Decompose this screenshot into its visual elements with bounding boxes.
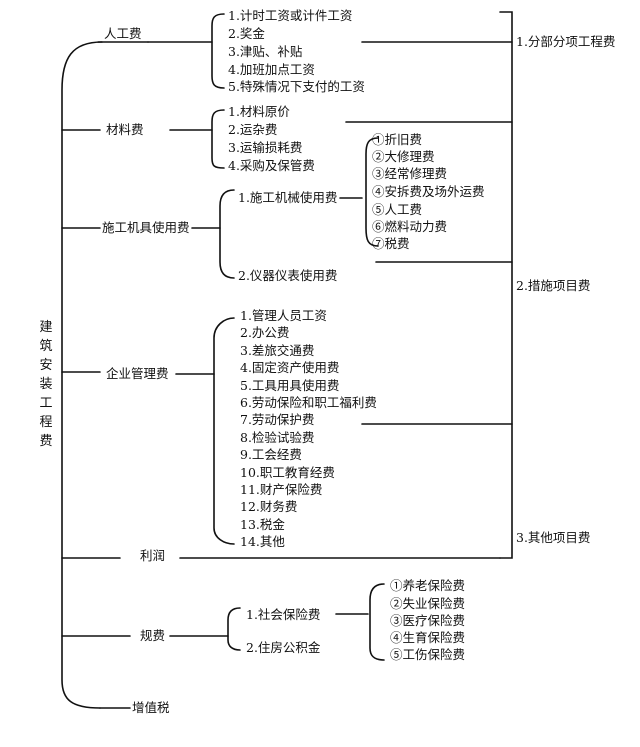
root-brace — [61, 41, 103, 709]
management-item: 8.检验试验费 — [240, 430, 315, 445]
project-fees-brace — [499, 11, 513, 559]
machine-use-item: ③经常修理费 — [372, 166, 448, 181]
social-insurance-item: ⑤工伤保险费 — [390, 647, 466, 662]
machinery-brace — [219, 189, 235, 279]
social-insurance-item: ③医疗保险费 — [390, 613, 466, 628]
fees-item: 2.住房公积金 — [246, 640, 321, 655]
machinery-item: 1.施工机械使用费 — [238, 190, 338, 205]
material-brace — [211, 109, 225, 169]
management-item: 3.差旅交通费 — [240, 343, 315, 358]
category-vat: 增值税 — [132, 700, 170, 715]
labor-item: 4.加班加点工资 — [228, 62, 315, 77]
project-fee-item: 3.其他项目费 — [516, 530, 591, 545]
machine-use-item: ⑦税费 — [372, 236, 410, 251]
machine-use-item: ⑥燃料动力费 — [372, 219, 448, 234]
management-item: 5.工具用具使用费 — [240, 378, 340, 393]
machine-use-item: ②大修理费 — [372, 149, 435, 164]
machine-use-item: ④安拆费及场外运费 — [372, 184, 485, 199]
category-labor: 人工费 — [104, 26, 142, 41]
fees-item: 1.社会保险费 — [246, 607, 321, 622]
category-machinery: 施工机具使用费 — [102, 220, 190, 235]
labor-brace — [211, 13, 225, 89]
machine-use-brace — [365, 137, 379, 247]
management-brace — [213, 317, 235, 545]
social-insurance-item: ②失业保险费 — [390, 596, 466, 611]
labor-item: 3.津贴、补贴 — [228, 44, 303, 59]
management-item: 11.财产保险费 — [240, 482, 323, 497]
root-label: 建筑安装工程费 — [39, 320, 53, 449]
management-item: 6.劳动保险和职工福利费 — [240, 395, 377, 410]
material-item: 2.运杂费 — [228, 122, 278, 137]
management-item: 13.税金 — [240, 517, 285, 532]
management-item: 9.工会经费 — [240, 447, 302, 462]
category-profit: 利润 — [140, 548, 166, 563]
material-item: 4.采购及保管费 — [228, 158, 315, 173]
management-item: 12.财务费 — [240, 499, 298, 514]
management-item: 4.固定资产使用费 — [240, 360, 340, 375]
machinery-item: 2.仪器仪表使用费 — [238, 268, 338, 283]
material-item: 3.运输损耗费 — [228, 140, 303, 155]
category-material: 材料费 — [106, 122, 144, 137]
category-fees: 规费 — [140, 628, 166, 643]
material-item: 1.材料原价 — [228, 104, 290, 119]
fees-brace — [227, 607, 241, 651]
management-item: 1.管理人员工资 — [240, 308, 327, 323]
management-item: 10.职工教育经费 — [240, 465, 335, 480]
project-fee-item: 2.措施项目费 — [516, 278, 591, 293]
project-fee-item: 1.分部分项工程费 — [516, 34, 616, 49]
labor-item: 5.特殊情况下支付的工资 — [228, 79, 365, 94]
management-item: 7.劳动保护费 — [240, 412, 315, 427]
management-item: 14.其他 — [240, 534, 285, 549]
category-management: 企业管理费 — [106, 366, 169, 381]
social-insurance-item: ④生育保险费 — [390, 630, 466, 645]
labor-item: 1.计时工资或计件工资 — [228, 8, 353, 23]
machine-use-item: ①折旧费 — [372, 132, 423, 147]
social-insurance-item: ①养老保险费 — [390, 578, 466, 593]
machine-use-item: ⑤人工费 — [372, 202, 423, 217]
management-item: 2.办公费 — [240, 325, 290, 340]
social-insurance-brace — [369, 583, 385, 661]
labor-item: 2.奖金 — [228, 26, 265, 41]
